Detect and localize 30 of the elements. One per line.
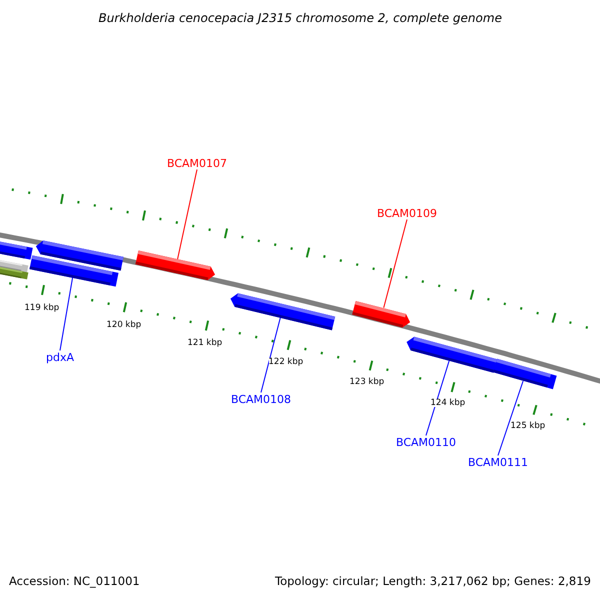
scale-label: 122 kbp bbox=[268, 358, 304, 366]
gene-feature bbox=[135, 250, 217, 282]
gene-feature bbox=[404, 335, 498, 373]
leader-line bbox=[498, 380, 524, 456]
gene-label: BCAM0109 bbox=[377, 208, 438, 218]
title: Burkholderia cenocepacia J2315 chromosome 2, complete genome bbox=[98, 12, 502, 24]
gene-label: BCAM0108 bbox=[231, 394, 292, 404]
leader-line bbox=[383, 219, 408, 308]
gene-feature bbox=[352, 300, 412, 329]
gene-feature bbox=[493, 359, 557, 390]
gene-label: BCAM0111 bbox=[468, 456, 528, 468]
gene-feature bbox=[0, 240, 33, 260]
leader-line bbox=[177, 169, 198, 260]
footer-text: Accession: NC_011001 bbox=[9, 576, 140, 588]
gene-feature bbox=[228, 291, 336, 330]
gene-feature bbox=[29, 254, 119, 286]
scale-label: 123 kbp bbox=[350, 378, 384, 386]
leader-line bbox=[426, 360, 450, 436]
gene-feature bbox=[0, 266, 28, 280]
scale-label: 125 kbp bbox=[510, 422, 546, 430]
scale-label: 121 kbp bbox=[188, 338, 222, 347]
scale-label: 124 kbp bbox=[430, 398, 466, 407]
gene-label: BCAM0110 bbox=[396, 436, 456, 448]
scale-label: 119 kbp bbox=[24, 304, 60, 312]
gene-label: pdxA bbox=[46, 352, 74, 362]
leader-line bbox=[260, 317, 281, 393]
footer-text: Topology: circular; Length: 3,217,062 bp; Genes: 2,819 bbox=[275, 576, 591, 588]
leader-line bbox=[60, 276, 74, 351]
gene-label: BCAM0107 bbox=[167, 158, 228, 168]
scale-label: 120 kbp bbox=[106, 320, 142, 329]
